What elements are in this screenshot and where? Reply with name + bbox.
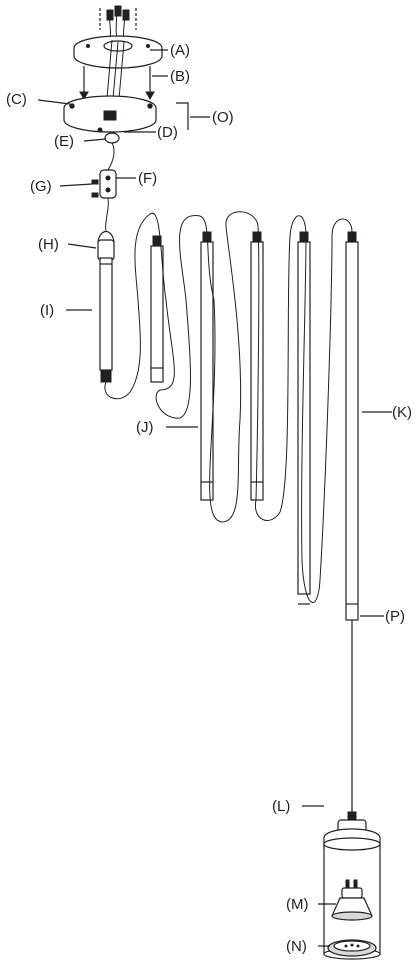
cable-grip <box>104 132 120 171</box>
label-b: (B) <box>170 68 190 85</box>
label-d: (D) <box>157 124 178 141</box>
label-n: (N) <box>286 938 307 955</box>
gu10-bulb <box>331 879 373 921</box>
label-p: (P) <box>385 608 405 625</box>
label-k: (K) <box>392 404 412 421</box>
label-f: (F) <box>138 170 157 187</box>
label-m: (M) <box>286 896 309 913</box>
shade-cable <box>347 620 357 823</box>
label-j: (J) <box>136 419 154 436</box>
label-l: (L) <box>272 798 290 815</box>
label-c: (C) <box>6 91 27 108</box>
label-e: (E) <box>54 133 74 150</box>
canopy <box>63 95 157 133</box>
first-rod <box>97 230 115 383</box>
extension-rods <box>150 231 359 621</box>
hex-key <box>176 102 189 130</box>
label-g: (G) <box>30 178 52 195</box>
connector-block <box>91 169 117 233</box>
label-i: (I) <box>40 302 54 319</box>
label-a: (A) <box>170 42 190 59</box>
leader-lines <box>37 49 392 947</box>
power-cable <box>104 211 353 603</box>
label-o: (O) <box>212 109 234 126</box>
glass-diffuser <box>327 939 377 957</box>
mains-wires <box>99 5 137 43</box>
label-h: (H) <box>38 236 59 253</box>
ceiling-bracket <box>73 35 163 69</box>
mounting-screws <box>79 66 155 101</box>
